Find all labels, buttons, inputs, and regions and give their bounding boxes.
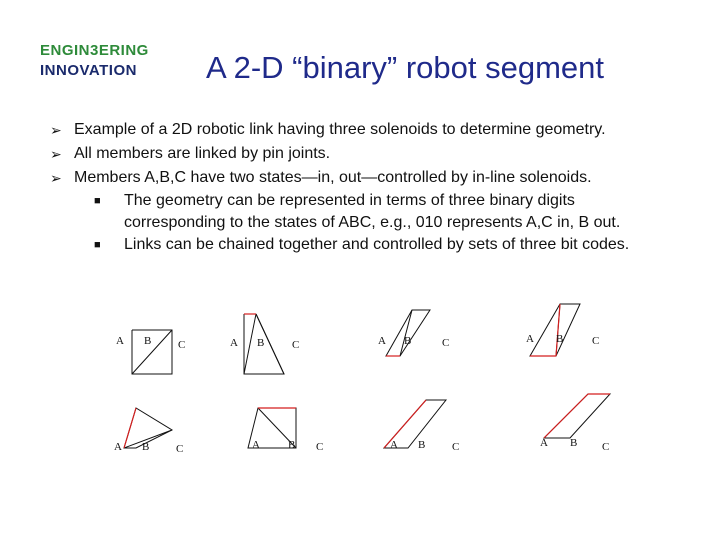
label-c: C <box>176 443 183 455</box>
label-a: A <box>526 333 534 345</box>
arrow-bullet-icon: ➢ <box>50 122 62 138</box>
label-a: A <box>252 439 260 451</box>
label-b: B <box>144 335 151 347</box>
arrow-bullet-icon: ➢ <box>50 170 62 186</box>
sub-bullet-line: The geometry can be represented in terms… <box>124 192 575 209</box>
linkage-diagram-010 <box>385 309 431 357</box>
label-b: B <box>142 441 149 453</box>
bullet-text: Example of a 2D robotic link having thre… <box>74 121 606 138</box>
label-a: A <box>230 337 238 349</box>
label-a: A <box>540 437 548 449</box>
label-c: C <box>602 441 609 453</box>
label-a: A <box>116 335 124 347</box>
label-b: B <box>556 333 563 345</box>
bullet-item: ➢ Members A,B,C have two states—in, out—… <box>50 166 710 190</box>
slide-title: A 2-D “binary” robot segment <box>206 50 605 85</box>
engineering-innovation-logo: ENGIN3ERING INNOVATION <box>40 42 149 79</box>
arrow-bullet-icon: ➢ <box>50 146 62 162</box>
label-a: A <box>114 441 122 453</box>
linkage-diagram-011 <box>529 303 581 357</box>
label-c: C <box>316 441 323 453</box>
linkage-diagram-000 <box>131 329 173 375</box>
bullet-item: ➢ All members are linked by pin joints. <box>50 142 710 166</box>
label-b: B <box>257 337 264 349</box>
logo-line-2: INNOVATION <box>40 62 137 79</box>
label-a: A <box>378 335 386 347</box>
sub-bullet-item: ■ Links can be chained together and cont… <box>80 234 710 256</box>
label-b: B <box>288 439 295 451</box>
label-b: B <box>418 439 425 451</box>
bullet-text: Members A,B,C have two states—in, out—co… <box>74 169 592 186</box>
square-bullet-icon: ■ <box>94 195 101 207</box>
square-bullet-icon: ■ <box>94 239 101 251</box>
bullet-list: ➢ Example of a 2D robotic link having th… <box>50 118 710 256</box>
label-c: C <box>442 337 449 349</box>
label-b: B <box>570 437 577 449</box>
sub-bullet-line: Links can be chained together and contro… <box>124 236 630 253</box>
label-c: C <box>592 335 599 347</box>
label-a: A <box>390 439 398 451</box>
label-c: C <box>452 441 459 453</box>
logo-line-1: ENGIN3ERING <box>40 42 149 59</box>
linkage-diagrams: A B C A B C A B C A B C A B C A B C A B … <box>114 303 612 455</box>
label-c: C <box>292 339 299 351</box>
bullet-text: All members are linked by pin joints. <box>74 145 331 162</box>
linkage-diagram-111 <box>542 393 612 439</box>
sub-bullet-item: ■ The geometry can be represented in ter… <box>80 190 710 234</box>
label-b: B <box>404 335 411 347</box>
red-link-highlights <box>123 303 610 449</box>
label-c: C <box>178 339 185 351</box>
bullet-item: ➢ Example of a 2D robotic link having th… <box>50 118 710 142</box>
sub-bullet-line: corresponding to the states of ABC, e.g.… <box>124 214 621 231</box>
linkage-diagram-001 <box>243 313 285 375</box>
